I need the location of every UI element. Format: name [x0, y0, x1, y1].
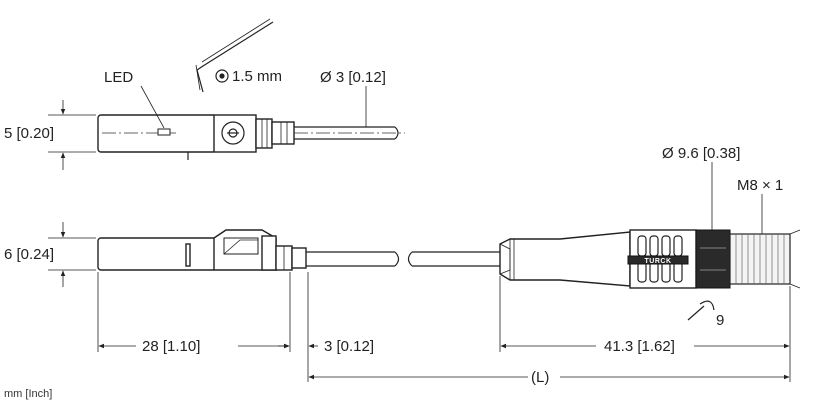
units-label: mm [Inch]	[4, 388, 52, 400]
brand-band	[627, 255, 689, 265]
brand-label: TURCK	[645, 258, 672, 265]
cable-diameter-label: Ø 3 [0.12]	[320, 69, 386, 86]
screw-icon	[221, 121, 245, 145]
top-view: LED 1.5 mm Ø 3 [0.12] 5 [0.20]	[4, 18, 405, 170]
side-view: TURCK 6 [0.24] Ø 9.6 [0.38] M8 × 1 9	[4, 145, 801, 329]
coupling-nut	[695, 229, 731, 289]
cable-top	[294, 126, 395, 140]
cable-side-1	[306, 251, 395, 267]
connector-sleeve	[499, 231, 631, 287]
wrench-icon	[687, 300, 715, 321]
sensor-body-top	[97, 114, 217, 153]
total-length-label: (L)	[531, 369, 549, 386]
hex-key-icon	[196, 21, 274, 93]
length-connector-label: 41.3 [1.62]	[604, 338, 675, 355]
height-top-label: 5 [0.20]	[4, 125, 54, 142]
hex-socket-icon	[215, 69, 229, 83]
cable-side-2	[412, 251, 500, 267]
height-bottom-label: 6 [0.24]	[4, 246, 54, 263]
hex-key-label: 1.5 mm	[232, 68, 282, 85]
sensor-body-side	[97, 237, 217, 271]
thread-label: M8 × 1	[737, 177, 783, 194]
led-label: LED	[104, 69, 133, 86]
led-mark	[157, 128, 171, 136]
dimensions: 28 [1.10] 3 [0.12] 41.3 [1.62] (L)	[97, 272, 791, 386]
length-body-label: 28 [1.10]	[142, 338, 200, 355]
connector-diameter-label: Ø 9.6 [0.38]	[662, 145, 740, 162]
length-cable-exit-label: 3 [0.12]	[324, 338, 374, 355]
wrench-size-label: 9	[716, 312, 724, 329]
